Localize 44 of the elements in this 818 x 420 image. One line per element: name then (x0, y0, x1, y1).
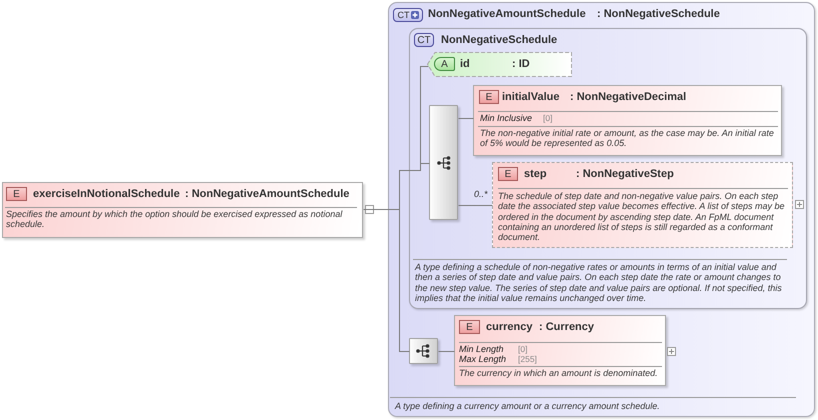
type-name: : NonNegativeStep (576, 168, 674, 180)
element-badge: E (6, 187, 27, 201)
complex-type-panel (409, 28, 807, 309)
complex-type-badge: CT (414, 33, 434, 47)
complex-type-name: NonNegativeAmountSchedule (428, 8, 586, 21)
description-text: A type defining a currency amount or a currency amount schedule. (395, 401, 661, 412)
type-name: : Currency (539, 320, 594, 334)
type-kind-label: CT (398, 8, 410, 22)
facet-name: Min Length (459, 344, 504, 354)
sequence-compositor (409, 338, 438, 364)
attribute-name: id (460, 58, 470, 71)
element-badge: E (498, 167, 518, 181)
complex-type-panel (388, 2, 815, 417)
element-badge: E (479, 90, 499, 104)
description-text: A type defining a schedule of non-negative rates or amounts in terms of an initial value and then a series of step date and value pairs. On each step date the rate or amount changes to the new step value. The series of step date and value pairs are optional. If not specified, this implies that the initial value remains unchanged over time. (415, 262, 783, 304)
element-name: currency (486, 320, 532, 334)
element-name: initialValue (502, 90, 560, 104)
description-text: The currency in which an amount is denominated. (459, 368, 659, 378)
facet-value: [0] (518, 344, 528, 354)
description-text: Specifies the amount by which the option should be exercised expressed as notional schedule. (6, 209, 344, 230)
facet-name: Min Inclusive (480, 113, 532, 123)
type-name: : NonNegativeDecimal (570, 90, 686, 104)
element-badge: E (459, 320, 480, 334)
facet-value: [0] (543, 113, 552, 123)
facet-name: Max Length (459, 354, 506, 364)
description-text: The schedule of step date and non-negative value pairs. On each step date the associated step value becomes effective. A list of steps may be ordered in the document by ascending step date. An FpML document containing an unordered list of steps is still regarded as a conformant document. (498, 191, 786, 242)
element-box (473, 85, 782, 156)
connector-line (420, 66, 429, 164)
attribute-badge: A (434, 57, 455, 71)
connector-line (458, 118, 474, 119)
connector-line (399, 209, 410, 352)
element-name: exerciseInNotionalSchedule (33, 188, 180, 201)
type-name: : NonNegativeSchedule (597, 8, 720, 21)
cardinality-label: 0..* (474, 189, 488, 199)
type-name: : NonNegativeAmountSchedule (185, 188, 350, 201)
description-text: The non-negative initial rate or amount, as the case may be. An initial rate of 5% would be represented as 0.05. (480, 128, 775, 149)
element-name: step (524, 168, 547, 180)
connector-line (458, 205, 493, 206)
facet-value: [255] (518, 354, 537, 364)
type-name: : ID (512, 58, 530, 71)
attribute-box (428, 53, 573, 78)
connector-line (438, 351, 455, 352)
sequence-compositor (429, 105, 458, 220)
complex-type-name: NonNegativeSchedule (441, 34, 558, 47)
